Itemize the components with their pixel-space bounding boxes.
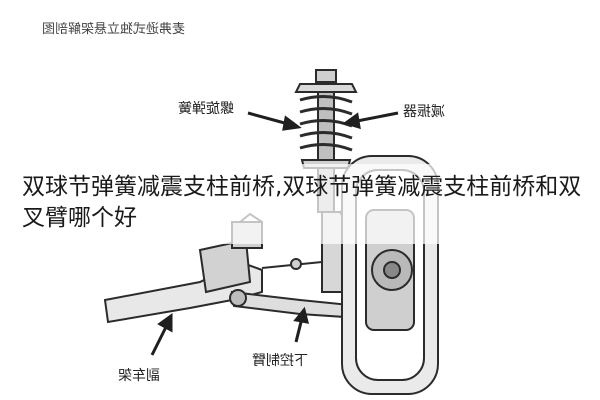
label-coil-spring: 螺旋弹簧 [178,101,234,117]
label-shock-absorber: 减振器 [403,104,445,120]
label-subframe: 副车架 [118,368,160,384]
diagram-title: 麦弗逊式独立悬架解剖图 [42,22,186,37]
caption-text: 双球节弹簧减震支柱前桥,双球节弹簧减震支柱前桥和双叉臂哪个好 [22,174,582,231]
lower-control-arm-shape [229,289,361,320]
arrow-icon [150,111,399,356]
tie-rod-shape [261,258,323,270]
label-lower-control-arm: 下控制臂 [252,353,308,369]
caption-overlay: 双球节弹簧减震支柱前桥,双球节弹簧减震支柱前桥和双叉臂哪个好 [4,164,600,244]
